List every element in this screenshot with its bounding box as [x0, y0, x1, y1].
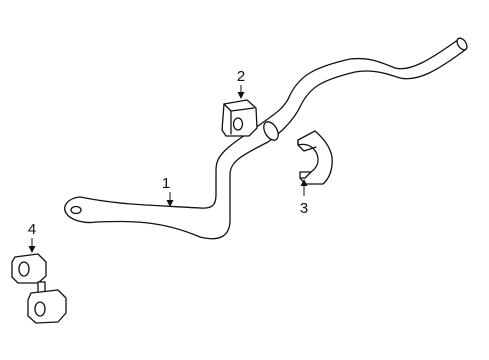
bar-bushing-edge-top — [230, 107, 255, 112]
callout-4: 4 — [28, 221, 36, 253]
bushing-bracket-flange-bottom — [299, 171, 312, 179]
bushing-bracket[interactable] — [297, 130, 333, 185]
callout-2-label: 2 — [237, 68, 245, 85]
stabilizer-link[interactable] — [11, 253, 67, 324]
bushing-bracket-body — [297, 130, 333, 185]
bushing-bracket-flange-top — [297, 139, 317, 152]
stabilizer-link-lower-bushing — [27, 289, 67, 324]
stabilizer-bar-collar — [263, 121, 279, 141]
stabilizer-bar[interactable] — [64, 36, 469, 240]
stabilizer-bar-upper-edge — [79, 38, 460, 209]
stabilizer-bar-left-end — [64, 196, 97, 224]
callout-2: 2 — [237, 68, 245, 99]
bar-bushing-hole — [232, 117, 244, 131]
callout-2-arrow-icon — [237, 92, 245, 99]
stabilizer-bar-right-end — [456, 37, 468, 51]
callout-4-label: 4 — [28, 221, 36, 238]
callout-3-arrow-icon — [300, 179, 308, 186]
callout-3: 3 — [300, 179, 308, 217]
stabilizer-bar-lower-edge — [95, 49, 466, 240]
stabilizer-link-lower-hole — [34, 301, 46, 317]
callout-1-label: 1 — [162, 175, 170, 192]
bar-bushing[interactable] — [221, 99, 258, 137]
callout-1: 1 — [162, 175, 174, 207]
callout-1-arrow-icon — [166, 200, 174, 207]
stabilizer-link-upper-hole — [18, 261, 30, 277]
stabilizer-bar-left-eye-hole — [70, 205, 82, 215]
callout-4-arrow-icon — [28, 246, 36, 253]
callout-3-label: 3 — [300, 200, 308, 217]
